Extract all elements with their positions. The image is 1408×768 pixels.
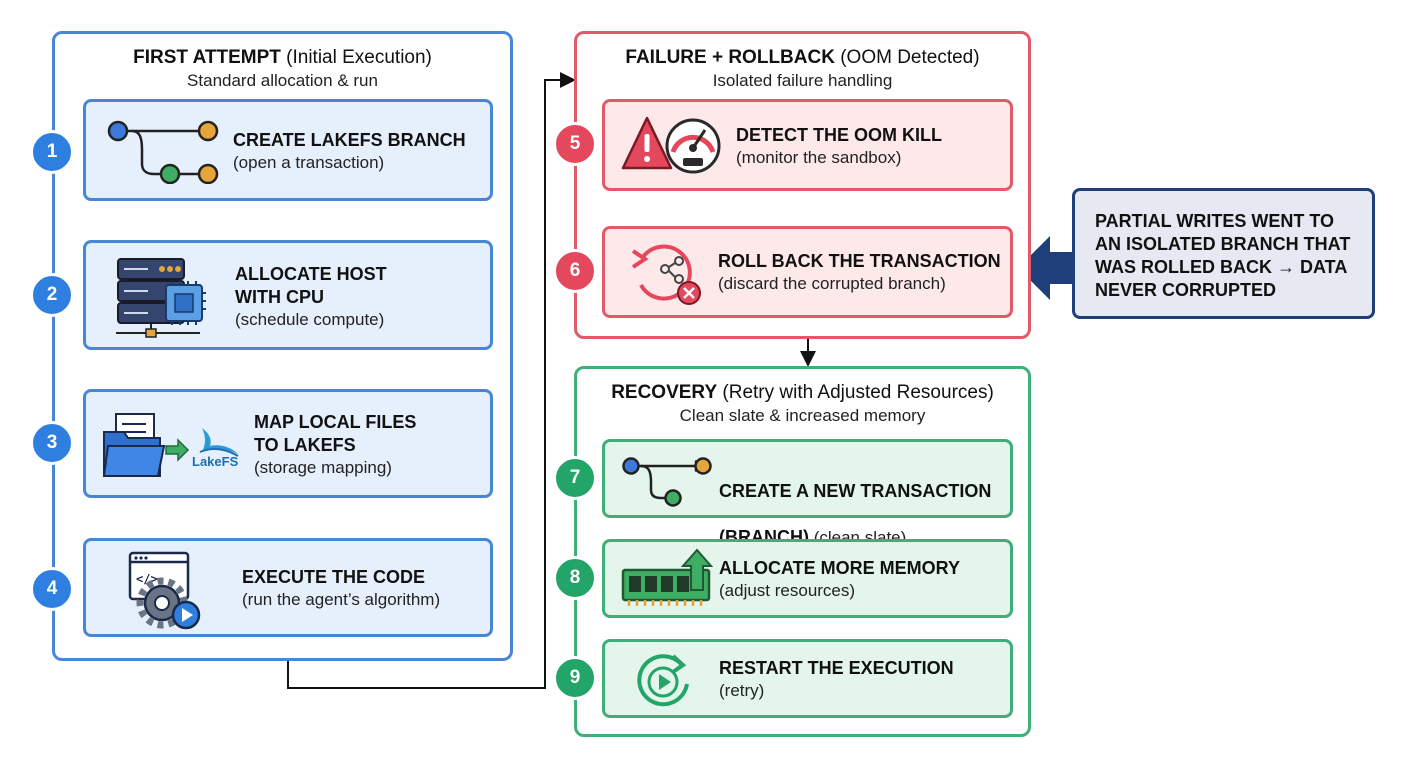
step-map-local-files: LakeFS MAP LOCAL FILES TO LAKEFS (storag… <box>83 389 493 498</box>
step-3-subtitle: (storage mapping) <box>254 458 392 477</box>
failure-subtitle: Isolated failure handling <box>712 71 893 90</box>
step-5-subtitle: (monitor the sandbox) <box>736 148 902 167</box>
warning-gauge-icon <box>621 116 721 174</box>
step-1-subtitle: (open a transaction) <box>233 153 385 172</box>
step-restart-execution: RESTART THE EXECUTION (retry) <box>602 639 1013 718</box>
data-safety-callout: PARTIAL WRITES WENT TO AN ISOLATED BRANC… <box>1072 188 1375 319</box>
step-3-title: MAP LOCAL FILES TO LAKEFS <box>254 412 417 455</box>
failure-title: FAILURE + ROLLBACK (OOM Detected) <box>625 47 980 68</box>
lakefs-logo-label: LakeFS <box>192 454 239 469</box>
recovery-subtitle: Clean slate & increased memory <box>679 406 926 425</box>
step-detect-oom: DETECT THE OOM KILL (monitor the sandbox… <box>602 99 1013 191</box>
step-create-new-transaction: CREATE A NEW TRANSACTION (BRANCH) (clean… <box>602 439 1013 547</box>
step-4-subtitle: (run the agent’s algorithm) <box>242 590 441 609</box>
step-number-9: 9 <box>553 656 597 700</box>
restart-icon <box>637 654 689 707</box>
first-attempt-title: FIRST ATTEMPT (Initial Execution) <box>133 47 432 68</box>
recovery-title: RECOVERY (Retry with Adjusted Resources) <box>611 382 994 403</box>
git-branch-icon <box>622 457 712 507</box>
step-8-title: ALLOCATE MORE MEMORY <box>719 558 960 578</box>
folder-to-lakefs-icon <box>102 413 239 477</box>
callout-text: PARTIAL WRITES WENT TO AN ISOLATED BRANC… <box>1095 211 1351 300</box>
memory-up-icon <box>621 548 713 606</box>
step-5-title: DETECT THE OOM KILL <box>736 125 942 145</box>
server-cpu-icon <box>116 258 206 338</box>
step-2-title: ALLOCATE HOST WITH CPU <box>235 264 387 307</box>
step-create-lakefs-branch: CREATE LAKEFS BRANCH (open a transaction… <box>83 99 493 201</box>
step-1-title: CREATE LAKEFS BRANCH <box>233 130 466 150</box>
step-7-title: CREATE A NEW TRANSACTION (BRANCH) (clean… <box>719 457 991 549</box>
rollback-icon <box>631 244 701 305</box>
step-number-2: 2 <box>30 273 74 317</box>
arrow-4-to-failure <box>287 72 576 689</box>
step-number-5: 5 <box>553 122 597 166</box>
step-roll-back: ROLL BACK THE TRANSACTION (discard the c… <box>602 226 1013 318</box>
code-gear-play-icon: </> <box>128 551 201 630</box>
step-number-8: 8 <box>553 556 597 600</box>
step-8-subtitle: (adjust resources) <box>719 581 856 600</box>
step-9-subtitle: (retry) <box>719 681 765 700</box>
step-execute-code: </> EXECUTE THE CODE (run the agent’s al… <box>83 538 493 637</box>
step-6-title: ROLL BACK THE TRANSACTION <box>718 251 1001 271</box>
step-number-4: 4 <box>30 567 74 611</box>
step-number-3: 3 <box>30 421 74 465</box>
step-number-1: 1 <box>30 130 74 174</box>
callout-arrow <box>1018 236 1072 300</box>
git-branch-icon <box>107 120 219 184</box>
step-number-6: 6 <box>553 249 597 293</box>
step-number-7: 7 <box>553 456 597 500</box>
first-attempt-subtitle: Standard allocation & run <box>187 71 378 90</box>
step-9-title: RESTART THE EXECUTION <box>719 658 954 678</box>
step-6-subtitle: (discard the corrupted branch) <box>718 274 946 293</box>
step-2-subtitle: (schedule compute) <box>235 310 385 329</box>
step-allocate-host: ALLOCATE HOST WITH CPU (schedule compute… <box>83 240 493 350</box>
step-4-title: EXECUTE THE CODE <box>242 567 426 587</box>
step-allocate-more-memory: ALLOCATE MORE MEMORY (adjust resources) <box>602 539 1013 618</box>
step-7-title-line1: CREATE A NEW TRANSACTION <box>719 481 992 501</box>
